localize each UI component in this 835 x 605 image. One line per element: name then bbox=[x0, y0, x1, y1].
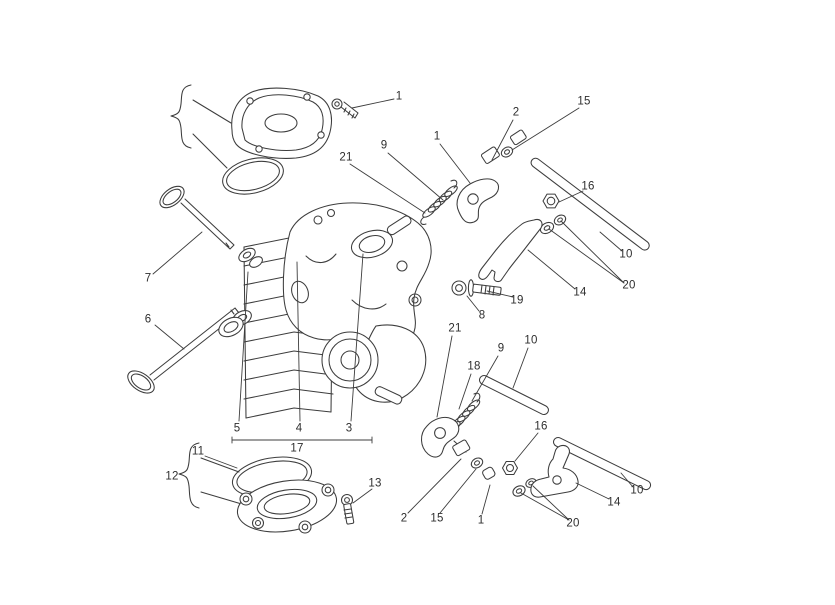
flange-screw bbox=[340, 493, 355, 525]
shims-top bbox=[539, 214, 567, 235]
valve-guide-top bbox=[386, 215, 412, 236]
top-cover-group bbox=[170, 84, 359, 195]
cover-screw bbox=[331, 98, 359, 119]
fork-rocker-bottom bbox=[530, 444, 579, 498]
shaft-nut-top bbox=[542, 193, 560, 209]
intake-flange-group bbox=[178, 442, 355, 534]
grouping-brace-bottom bbox=[178, 442, 200, 509]
rocker-shaft-bottom bbox=[553, 436, 652, 491]
intake-valve bbox=[159, 185, 235, 250]
cover-gasket bbox=[222, 157, 284, 195]
grouping-brace-top bbox=[170, 84, 192, 149]
valves-group bbox=[127, 185, 263, 394]
rocker-shaft-top bbox=[530, 157, 650, 251]
special-screw bbox=[451, 279, 502, 297]
rocker-arm-top bbox=[456, 178, 500, 224]
valve-seals bbox=[218, 247, 263, 338]
shaft-nut-bottom bbox=[501, 460, 519, 476]
bottom-rocker-assembly bbox=[420, 374, 652, 498]
intake-flange bbox=[236, 479, 338, 534]
valve-guide-bottom bbox=[374, 386, 403, 405]
top-rocker-assembly bbox=[420, 129, 650, 297]
fork-rocker-top bbox=[478, 218, 543, 283]
adjuster-parts-top bbox=[480, 129, 527, 164]
leader-lines bbox=[152, 98, 634, 521]
push-rod-bottom bbox=[478, 374, 549, 416]
spring-top bbox=[420, 179, 458, 225]
adjuster-parts-bottom bbox=[452, 439, 496, 480]
valve-cover bbox=[231, 87, 333, 159]
exhaust-valve bbox=[127, 307, 240, 394]
cylinder-head-group bbox=[243, 202, 432, 419]
head-casting bbox=[282, 202, 432, 405]
